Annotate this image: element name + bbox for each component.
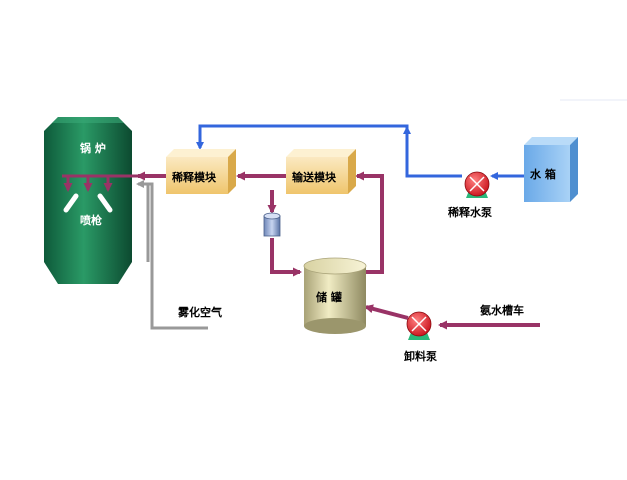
boiler: 锅 炉 喷枪: [44, 117, 132, 284]
transfer-module-label: 输送模块: [292, 170, 337, 184]
boiler-label: 锅 炉: [80, 141, 106, 155]
dilution-pump-label: 稀释水泵: [448, 205, 492, 219]
nozzle-spray: [63, 193, 79, 213]
nozzle-spray: [97, 193, 113, 213]
transfer-module: 输送模块: [286, 149, 356, 194]
atomizing-air-label: 雾化空气: [177, 305, 222, 319]
unload-pump: [406, 311, 432, 340]
filter: [263, 212, 281, 237]
dilution-water-line: [196, 124, 524, 180]
atomizing-air-line: [136, 180, 208, 330]
water-tank: 水 箱: [524, 137, 578, 202]
ammonia-line: [136, 171, 540, 330]
nozzle-label: 喷枪: [80, 213, 102, 227]
dilution-module: 稀释模块: [166, 149, 236, 194]
storage-tank: 储 罐: [303, 257, 367, 334]
dilution-module-label: 稀释模块: [172, 170, 217, 184]
nozzle-header: [62, 174, 138, 192]
water-tank-label: 水 箱: [530, 167, 556, 181]
unload-pump-label: 卸料泵: [404, 349, 437, 363]
ammonia-truck-label: 氨水槽车: [480, 303, 524, 317]
dilution-water-pump: [464, 171, 490, 198]
storage-tank-label: 储 罐: [316, 290, 342, 304]
